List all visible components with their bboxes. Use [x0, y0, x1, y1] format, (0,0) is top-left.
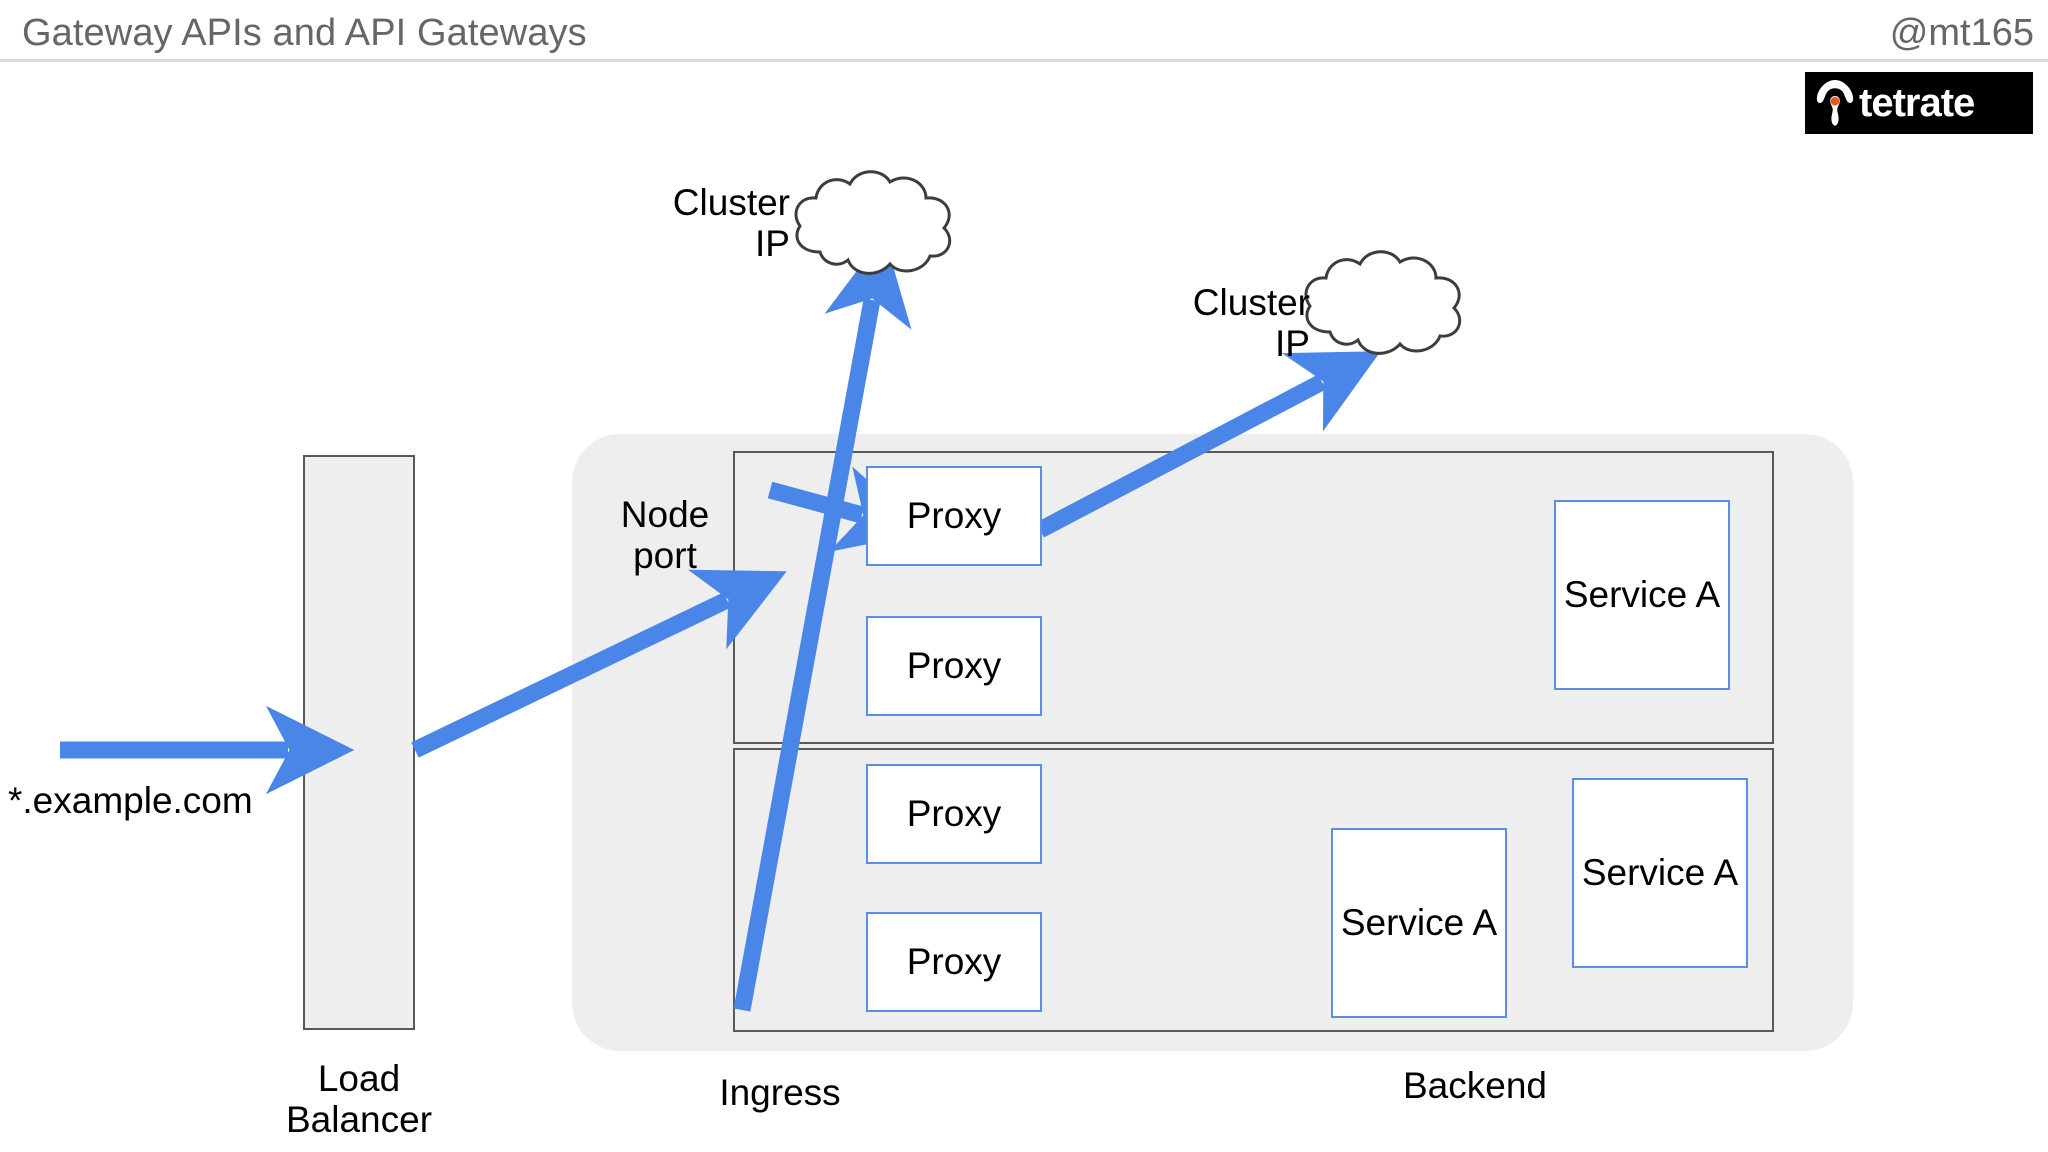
cluster-ip-label-left: Cluster IP [672, 182, 790, 265]
ingress-node-group-bottom [733, 748, 1774, 1032]
arrow-nodeport-to-cluster-ip-left [733, 234, 912, 1012]
tetrate-arch-icon [1816, 80, 1854, 126]
service-box-top-1: Service A [1554, 500, 1730, 690]
arrow-proxy-to-cluster-ip-right [1036, 351, 1381, 538]
slide-header: Gateway APIs and API Gateways @mt165 [0, 0, 2048, 62]
proxy-box-top-1: Proxy [866, 466, 1042, 566]
logo-wordmark: tetrate [1859, 81, 1975, 125]
cluster-ip-cloud-left [794, 170, 952, 275]
arrow-lb-to-nodeport [411, 569, 787, 758]
ingress-label: Ingress [719, 1072, 841, 1113]
tetrate-logo: tetrate [1805, 72, 2033, 134]
cluster-ip-label-right: Cluster IP [1192, 282, 1310, 365]
cluster-ip-cloud-right [1304, 250, 1462, 355]
proxy-box-bottom-1: Proxy [866, 764, 1042, 864]
ingress-traffic-label: *.example.com [8, 780, 253, 821]
author-handle: @mt165 [1889, 12, 2034, 54]
load-balancer-label: Load Balancer [285, 1058, 433, 1141]
page-title: Gateway APIs and API Gateways [22, 12, 587, 54]
backend-label: Backend [1403, 1065, 1547, 1106]
proxy-box-top-2: Proxy [866, 616, 1042, 716]
arrow-nodeport-to-proxy [767, 466, 926, 552]
proxy-box-bottom-2: Proxy [866, 912, 1042, 1012]
service-box-bottom-2: Service A [1572, 778, 1748, 968]
service-box-bottom-1: Service A [1331, 828, 1507, 1018]
node-port-label: Node port [620, 494, 710, 577]
